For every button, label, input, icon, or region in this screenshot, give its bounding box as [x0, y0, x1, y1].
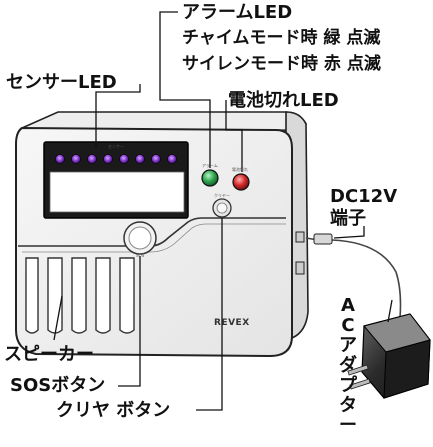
label-battery-led: 電池切れLED: [228, 90, 339, 111]
sensor-led-7: [151, 154, 161, 164]
leader-lines: [53, 11, 393, 411]
label-chime-mode: チャイムモード時 緑 点滅: [182, 28, 381, 48]
side-port: [295, 231, 305, 243]
sensor-led-5: [119, 154, 129, 164]
sensor-led-3: [87, 154, 97, 164]
alarm-caption: アラーム: [202, 163, 218, 168]
ac-adapter-body: [347, 313, 431, 399]
label-clear-button: クリヤ ボタン: [56, 400, 171, 421]
label-siren-mode: サイレンモード時 赤 点滅: [182, 54, 381, 74]
dc-plug: [313, 233, 333, 245]
panel-caption: センサー: [108, 144, 124, 149]
label-ac-adapter: ACアダプター: [339, 295, 357, 436]
sensor-led-row: [55, 154, 177, 164]
sensor-led-1: [55, 154, 65, 164]
label-dc-terminal-sub: 端子: [330, 208, 366, 229]
dc-cable: [305, 237, 402, 319]
battery-led: [232, 173, 250, 191]
label-speaker: スピーカー: [4, 344, 94, 365]
label-alarm-led: アラームLED: [182, 2, 293, 23]
sensor-led-6: [135, 154, 145, 164]
label-sos-button: SOSボタン: [10, 375, 106, 396]
clear-caption: クリヤー: [214, 193, 230, 198]
label-dc-terminal: DC12V: [330, 186, 398, 207]
sensor-led-8: [167, 154, 177, 164]
sensor-led-4: [103, 154, 113, 164]
sos-caption: SOS: [136, 253, 145, 258]
brand-logo: REVEX: [214, 318, 250, 328]
label-sensor-led: センサーLED: [6, 72, 117, 93]
speaker-grille: [25, 257, 135, 334]
alarm-led: [201, 169, 219, 187]
sensor-led-2: [71, 154, 81, 164]
battery-caption: 電池切れ: [232, 167, 248, 172]
